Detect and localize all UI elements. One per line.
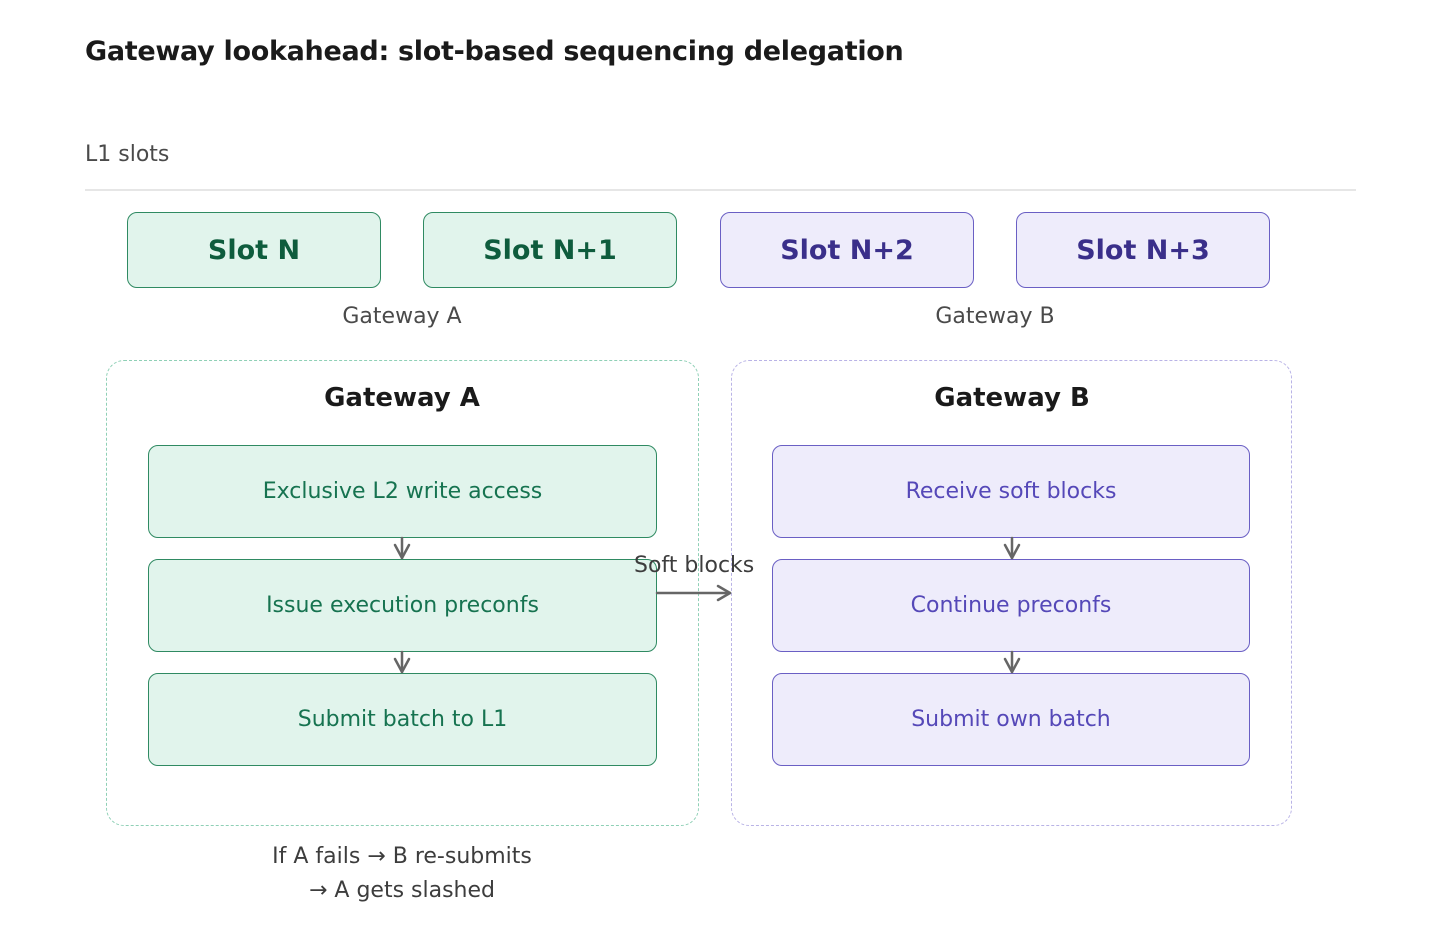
gateway-b-container — [731, 360, 1292, 826]
slot-owner-label-b: Gateway B — [935, 304, 1055, 329]
timeline-divider — [85, 189, 1356, 191]
footnote-line-2: → A gets slashed — [308, 878, 496, 903]
slot-n-plus-2: Slot N+2 — [720, 212, 974, 288]
gateway-a-step-submit-batch: Submit batch to L1 — [148, 673, 657, 766]
footnote-line-1: If A fails → B re-submits — [272, 844, 532, 869]
timeline-label: L1 slots — [85, 142, 170, 167]
slot-owner-label-a: Gateway A — [342, 304, 462, 329]
gateway-b-step-continue-preconfs: Continue preconfs — [772, 559, 1250, 652]
failure-footnote: If A fails → B re-submits → A gets slash… — [272, 840, 532, 908]
gateway-a-step-write-access: Exclusive L2 write access — [148, 445, 657, 538]
gateway-b-title: Gateway B — [934, 383, 1090, 413]
slot-n-plus-3: Slot N+3 — [1016, 212, 1270, 288]
diagram-title: Gateway lookahead: slot-based sequencing… — [85, 36, 904, 67]
soft-blocks-label: Soft blocks — [634, 553, 755, 578]
gateway-b-step-submit-batch: Submit own batch — [772, 673, 1250, 766]
gateway-a-title: Gateway A — [324, 383, 480, 413]
slot-n-plus-1: Slot N+1 — [423, 212, 677, 288]
gateway-b-step-receive-blocks: Receive soft blocks — [772, 445, 1250, 538]
slot-n: Slot N — [127, 212, 381, 288]
gateway-a-step-issue-preconfs: Issue execution preconfs — [148, 559, 657, 652]
